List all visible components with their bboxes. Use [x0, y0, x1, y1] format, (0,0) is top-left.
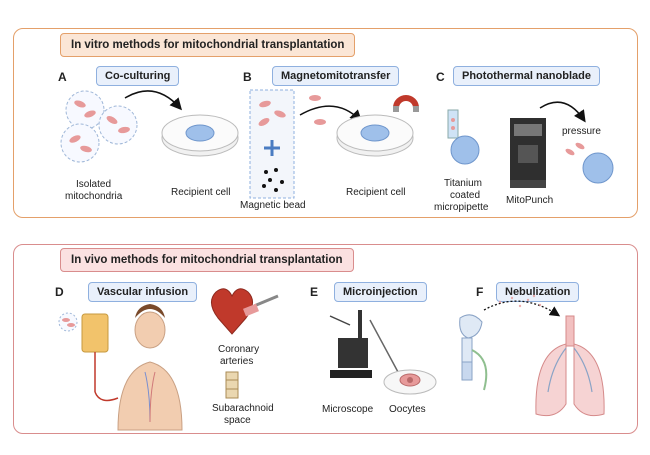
label-recipient-cell-b: Recipient cell [346, 187, 406, 198]
label-titanium: Titanium [444, 178, 482, 189]
in-vivo-panel [13, 244, 638, 434]
mitochondria-icon [58, 312, 78, 332]
label-oocytes: Oocytes [389, 404, 426, 415]
human-body-icon [117, 304, 183, 431]
target-cell-icon [565, 142, 614, 184]
label-pressure: pressure [562, 126, 601, 137]
mitochondria-bead-icon [309, 95, 326, 125]
lungs-icon [535, 315, 605, 417]
panel-letter-d: D [55, 285, 64, 299]
nebulizer-mask-icon [459, 314, 488, 391]
iv-bag-icon [81, 313, 119, 402]
panel-letter-e: E [310, 285, 319, 299]
method-microinjection: Microinjection [334, 282, 427, 302]
microscope-icon [329, 310, 372, 378]
in-vivo-title: In vivo methods for mitochondrial transp… [60, 248, 354, 272]
heart-icon [211, 288, 253, 335]
panel-letter-f: F [476, 285, 484, 299]
label-mitopunch: MitoPunch [506, 195, 554, 206]
label-space: space [224, 415, 251, 426]
aerosol-particles-icon [498, 294, 542, 308]
spinal-cord-icon [225, 371, 239, 399]
label-coronary: Coronary [218, 344, 260, 355]
label-recipient-cell-a: Recipient cell [171, 187, 231, 198]
magnet-icon [393, 95, 419, 112]
magnetic-bead-mixture-icon [249, 89, 295, 199]
label-coated: coated [450, 190, 481, 201]
panel-letter-b: B [243, 70, 252, 84]
label-micropipette: micropipette [434, 202, 489, 213]
label-microscope: Microscope [322, 404, 374, 415]
label-mitochondria: mitochondria [65, 191, 123, 202]
in-vitro-title: In vitro methods for mitochondrial trans… [60, 33, 356, 57]
mitochondria-cluster-icon [60, 90, 138, 163]
method-magnetomitotransfer: Magnetomitotransfer [272, 66, 400, 86]
method-co-culturing: Co-culturing [96, 66, 180, 86]
petri-dish-icon [161, 114, 239, 157]
petri-dish-icon [383, 369, 437, 395]
syringe-icon [243, 294, 279, 317]
label-subarachnoid: Subarachnoid [212, 403, 274, 414]
panel-letter-a: A [58, 70, 67, 84]
label-magnetic-bead: Magnetic bead [240, 200, 306, 211]
method-nebulization: Nebulization [496, 282, 580, 302]
method-vascular-infusion: Vascular infusion [88, 282, 198, 302]
label-isolated: Isolated [76, 179, 112, 190]
micropipette-icon [447, 109, 480, 165]
panel-letter-c: C [436, 70, 445, 84]
in-vitro-panel [13, 28, 638, 218]
petri-dish-icon [336, 114, 414, 157]
method-photothermal-nanoblade: Photothermal nanoblade [453, 66, 600, 86]
label-arteries: arteries [220, 356, 254, 367]
mitopunch-device-icon [510, 118, 546, 188]
